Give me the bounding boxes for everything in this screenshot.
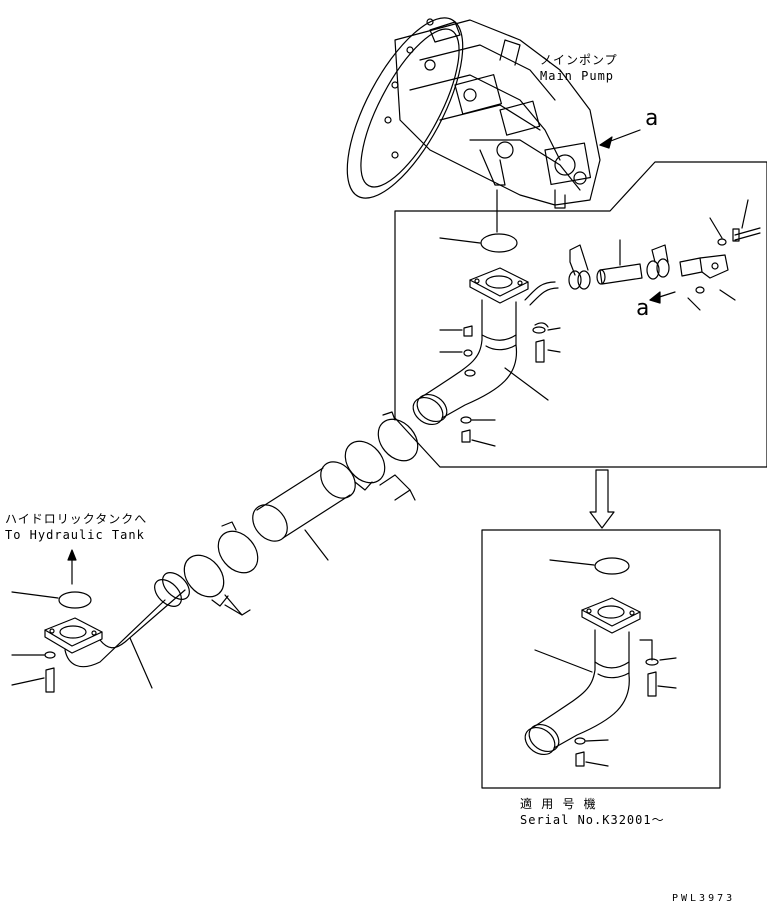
o-ring-lower xyxy=(58,591,92,609)
hose-sleeve xyxy=(252,461,356,561)
main-pump-label-ja: メインポンプ xyxy=(540,53,618,67)
serial-label-en: Serial No.K32001〜 xyxy=(520,813,665,827)
change-arrow xyxy=(589,469,615,529)
o-ring-top xyxy=(480,233,518,253)
hydraulic-tank-label-en: To Hydraulic Tank xyxy=(5,528,145,542)
hydraulic-tank-label-ja: ハイドロリックタンクへ xyxy=(5,512,148,526)
view-a-label-mid: a xyxy=(636,296,650,321)
elbow-pipe-serial xyxy=(524,597,641,756)
lower-detail-box xyxy=(481,529,721,789)
upper-detail-box xyxy=(394,161,767,468)
clamps-lower xyxy=(183,521,259,616)
elbow-pipe-upper xyxy=(412,267,529,426)
main-pump xyxy=(346,17,601,209)
main-pump-label-en: Main Pump xyxy=(540,69,615,83)
elbow-pipe-lower xyxy=(44,572,190,689)
view-a-label-top: a xyxy=(645,106,659,131)
serial-label-ja: 適 用 号 機 xyxy=(520,797,597,811)
clamps-upper xyxy=(344,411,419,501)
drawing-number: PWL3973 xyxy=(672,893,736,904)
hose-assembly-upper xyxy=(524,227,761,306)
